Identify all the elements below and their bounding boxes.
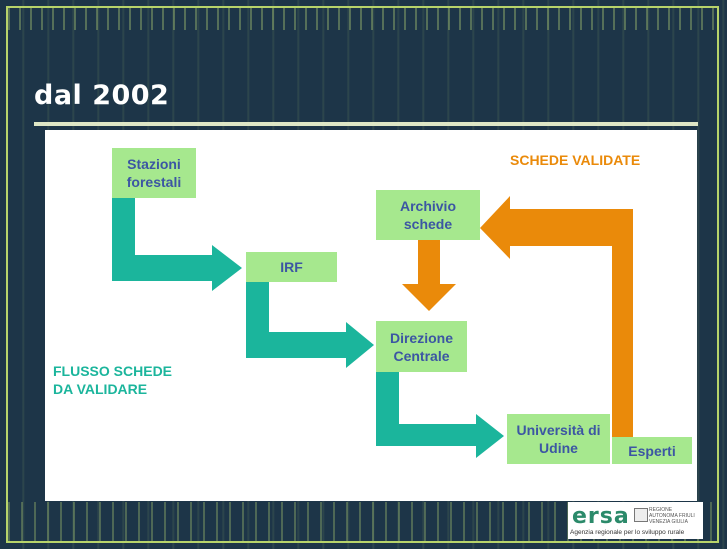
ersa-logo: ersa REGIONE AUTONOMA FRIULI VENEZIA GIU… <box>568 502 703 539</box>
arrow-stazioni-to-irf <box>112 198 242 291</box>
label-flusso-schede: FLUSSO SCHEDE DA VALIDARE <box>53 362 172 398</box>
arrow-irf-to-direzione <box>246 282 374 368</box>
label-flusso-line2: DA VALIDARE <box>53 381 148 397</box>
slide-border <box>6 6 719 543</box>
slide-title: dal 2002 <box>34 80 170 111</box>
title-rule <box>34 122 698 126</box>
decorative-top-strip <box>8 8 717 30</box>
arrow-archivio-to-direzione <box>402 240 456 311</box>
logo-tagline: Agenzia regionale per lo sviluppo rurale <box>570 529 685 536</box>
box-irf: IRF <box>246 252 337 282</box>
box-archivio-schede: Archivio schede <box>376 190 480 240</box>
arrow-esperti-to-archivio <box>480 196 633 440</box>
region-crest-icon <box>634 508 648 522</box>
ersa-logo-wordmark: ersa <box>572 504 630 529</box>
label-schede-validate: SCHEDE VALIDATE <box>510 152 641 168</box>
arrow-direzione-to-universita <box>376 372 504 458</box>
box-stazioni-forestali: Stazioni forestali <box>112 148 196 198</box>
label-flusso-line1: FLUSSO SCHEDE <box>53 363 173 379</box>
logo-region-text: REGIONE AUTONOMA FRIULI VENEZIA GIULIA <box>649 507 695 525</box>
box-universita-udine: Università di Udine <box>507 414 610 464</box>
box-esperti: Esperti <box>612 437 692 464</box>
box-direzione-centrale: Direzione Centrale <box>376 321 467 372</box>
